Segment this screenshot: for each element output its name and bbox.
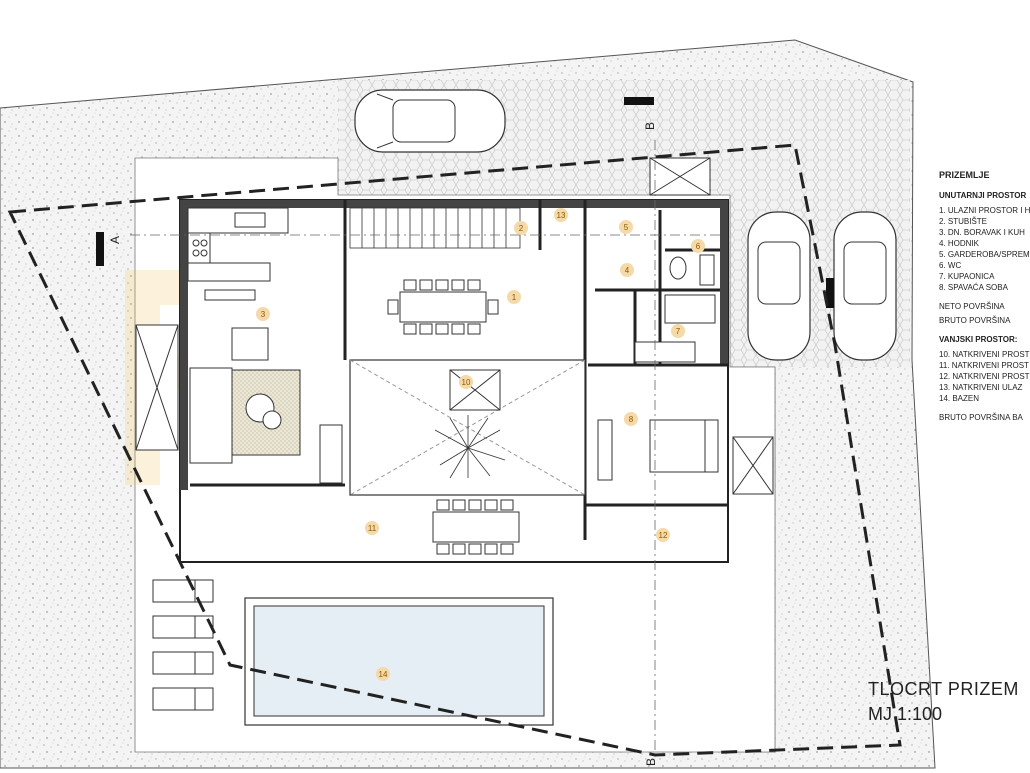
legend-interior-item-3: 3. DN. BORAVAK I KUH (939, 228, 1025, 237)
legend-interior-heading: UNUTARNJI PROSTOR (939, 191, 1027, 200)
room-label-4: 4 (625, 266, 630, 275)
room-markers (256, 208, 705, 681)
courtyard (349, 359, 586, 496)
legend-panel: PRIZEMLJE UNUTARNJI PROSTOR 1. ULAZNI PR… (939, 170, 1030, 423)
room-label-8: 8 (629, 415, 634, 424)
room-label-13: 13 (557, 211, 566, 220)
room-label-12: 12 (659, 531, 668, 540)
car-right-1 (747, 211, 811, 361)
legend-exterior-item-14: 14. BAZEN (939, 394, 980, 403)
section-letter-b-top: B (643, 122, 657, 130)
legend-exterior-heading: VANJSKI PROSTOR: (939, 335, 1018, 344)
legend-interior-item-2: 2. STUBIŠTE (939, 217, 988, 226)
car-right-2 (833, 211, 897, 361)
legend-exterior-item-10: 10. NATKRIVENI PROST (939, 350, 1030, 359)
car-top (354, 89, 506, 153)
section-marker-right (826, 278, 834, 308)
room-label-2: 2 (519, 224, 524, 233)
room-label-1: 1 (512, 293, 517, 302)
room-label-14: 14 (379, 670, 388, 679)
outer-wall (180, 200, 728, 208)
drawing-scale: MJ 1:100 (868, 704, 943, 724)
living-room-furniture (189, 289, 343, 484)
legend-interior-item-1: 1. ULAZNI PROSTOR I H (939, 206, 1030, 215)
legend-neto: NETO POVRŠINA (939, 302, 1005, 311)
section-letter-a: A (108, 236, 122, 244)
legend-exterior-item-13: 13. NATKRIVENI ULAZ (939, 383, 1023, 392)
room-label-3: 3 (261, 310, 266, 319)
legend-interior-item-7: 7. KUPAONICA (939, 272, 995, 281)
section-marker-a (96, 232, 104, 266)
drawing-title-block: TLOCRT PRIZEM MJ 1:100 (868, 679, 1019, 725)
section-letter-b-bottom: B (644, 758, 658, 766)
bedroom-furniture (597, 419, 719, 481)
bathroom-fixtures (634, 254, 716, 363)
dining-table-outdoor (432, 499, 520, 555)
pool-water (253, 605, 545, 717)
legend-bruto: BRUTO POVRŠINA (939, 316, 1011, 325)
room-label-5: 5 (624, 223, 629, 232)
kitchen-counter (187, 207, 289, 282)
section-marker-b-top (624, 97, 654, 105)
legend-exterior-item-11: 11. NATKRIVENI PROST (939, 361, 1029, 370)
legend-bruto-total: BRUTO POVRŠINA BA (939, 413, 1023, 422)
drawing-title: TLOCRT PRIZEM (868, 679, 1019, 699)
room-label-7: 7 (676, 327, 681, 336)
legend-interior-item-8: 8. SPAVAĆA SOBA (939, 283, 1008, 292)
building-boundary-line (7, 143, 902, 757)
section-lines (130, 140, 720, 760)
legend-interior-item-4: 4. HODNIK (939, 239, 980, 248)
legend-exterior-item-12: 12. NATKRIVENI PROST (939, 372, 1030, 381)
room-number-labels: 1 2 3 4 5 6 7 8 10 11 12 13 14 (261, 211, 701, 679)
room-label-10: 10 (462, 378, 471, 387)
legend-heading: PRIZEMLJE (939, 170, 990, 180)
legend-interior-item-5: 5. GARDEROBA/SPREM (939, 250, 1030, 259)
legend-interior-item-6: 6. WC (939, 261, 962, 270)
room-label-11: 11 (368, 524, 377, 533)
dining-table-interior (387, 279, 499, 335)
sun-loungers (152, 579, 214, 711)
room-label-6: 6 (696, 242, 701, 251)
skylights (135, 157, 774, 495)
